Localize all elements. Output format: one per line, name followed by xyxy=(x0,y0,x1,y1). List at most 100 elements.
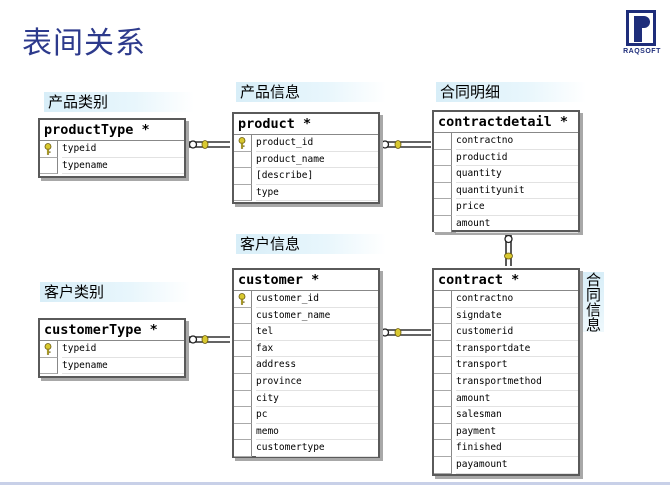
field-row[interactable]: salesman xyxy=(434,407,578,424)
field-name: finished xyxy=(456,440,578,457)
field-name: payment xyxy=(456,424,578,441)
field-row[interactable]: amount xyxy=(434,390,578,408)
field-row[interactable]: contractno xyxy=(434,291,578,308)
table-title: product * xyxy=(234,114,378,135)
field-row[interactable]: customertype xyxy=(234,440,378,457)
row-selector xyxy=(234,151,252,169)
field-name: product_name xyxy=(256,152,378,169)
field-row[interactable]: customer_id xyxy=(234,291,378,308)
field-row[interactable]: amount xyxy=(434,215,578,233)
field-row[interactable]: typeid xyxy=(40,341,184,358)
row-selector xyxy=(234,340,252,358)
row-selector xyxy=(434,357,452,374)
band-customer: 客户信息 xyxy=(236,234,386,254)
field-row[interactable]: typename xyxy=(40,157,184,175)
field-name: transport xyxy=(456,357,578,374)
field-name: customerid xyxy=(456,324,578,341)
field-row[interactable]: price xyxy=(434,199,578,216)
row-selector xyxy=(434,456,452,474)
primary-key-icon xyxy=(238,293,246,305)
field-name: productid xyxy=(456,150,578,167)
row-selector xyxy=(434,307,452,325)
field-row[interactable]: [describe] xyxy=(234,168,378,185)
field-row[interactable]: type xyxy=(234,184,378,202)
field-row[interactable]: product_id xyxy=(234,135,378,152)
table-title: customerType * xyxy=(40,320,184,341)
field-row[interactable]: quantityunit xyxy=(434,182,578,200)
field-name: quantity xyxy=(456,166,578,183)
row-selector xyxy=(434,440,452,457)
field-row[interactable]: signdate xyxy=(434,307,578,325)
row-selector xyxy=(234,440,252,457)
band-customer-type: 客户类别 xyxy=(40,282,190,302)
row-selector xyxy=(234,423,252,441)
row-selector xyxy=(434,423,452,441)
primary-key-icon xyxy=(44,143,52,155)
field-name: memo xyxy=(256,424,378,441)
field-name: pc xyxy=(256,407,378,424)
field-row[interactable]: province xyxy=(234,373,378,391)
row-selector xyxy=(40,157,58,175)
row-selector xyxy=(434,324,452,341)
field-name: signdate xyxy=(456,308,578,325)
field-row[interactable]: payamount xyxy=(434,456,578,474)
field-row[interactable]: transportdate xyxy=(434,340,578,358)
logo-text: RAQSOFT xyxy=(623,48,661,55)
field-row[interactable]: customerid xyxy=(434,324,578,341)
field-name: [describe] xyxy=(256,168,378,185)
field-name: city xyxy=(256,391,378,408)
field-row[interactable]: finished xyxy=(434,440,578,457)
field-name: quantityunit xyxy=(456,183,578,200)
field-row[interactable]: city xyxy=(234,390,378,408)
row-selector xyxy=(434,390,452,408)
field-name: tel xyxy=(256,324,378,341)
field-name: product_id xyxy=(256,135,378,152)
row-selector xyxy=(434,182,452,200)
field-name: contractno xyxy=(456,133,578,150)
field-row[interactable]: memo xyxy=(234,423,378,441)
row-selector xyxy=(234,168,252,185)
field-row[interactable]: contractno xyxy=(434,133,578,150)
row-selector xyxy=(434,215,452,233)
row-selector xyxy=(40,141,58,158)
field-row[interactable]: quantity xyxy=(434,166,578,183)
row-selector xyxy=(234,357,252,374)
field-name: customer_name xyxy=(256,308,378,325)
field-row[interactable]: payment xyxy=(434,423,578,441)
band-product-type: 产品类别 xyxy=(44,92,194,112)
field-row[interactable]: address xyxy=(234,357,378,374)
field-row[interactable]: typename xyxy=(40,357,184,375)
table-title: contractdetail * xyxy=(434,112,578,133)
field-row[interactable]: typeid xyxy=(40,141,184,158)
field-row[interactable]: pc xyxy=(234,407,378,424)
row-selector xyxy=(234,390,252,408)
field-row[interactable]: productid xyxy=(434,149,578,167)
table-title: productType * xyxy=(40,120,184,141)
field-row[interactable]: product_name xyxy=(234,151,378,169)
field-name: amount xyxy=(456,391,578,408)
field-row[interactable]: tel xyxy=(234,324,378,341)
field-row[interactable]: fax xyxy=(234,340,378,358)
field-name: salesman xyxy=(456,407,578,424)
field-row[interactable]: transportmethod xyxy=(434,373,578,391)
field-name: typeid xyxy=(62,141,184,158)
raqsoft-logo: RAQSOFT xyxy=(622,10,662,62)
row-selector xyxy=(40,357,58,375)
row-selector xyxy=(40,341,58,358)
field-row[interactable]: transport xyxy=(434,357,578,374)
field-name: typename xyxy=(62,158,184,175)
field-name: province xyxy=(256,374,378,391)
row-selector xyxy=(434,166,452,183)
logo-icon xyxy=(626,10,656,46)
row-selector xyxy=(434,407,452,424)
field-row[interactable]: customer_name xyxy=(234,307,378,325)
primary-key-icon xyxy=(44,343,52,355)
row-selector xyxy=(434,149,452,167)
row-selector xyxy=(234,307,252,325)
